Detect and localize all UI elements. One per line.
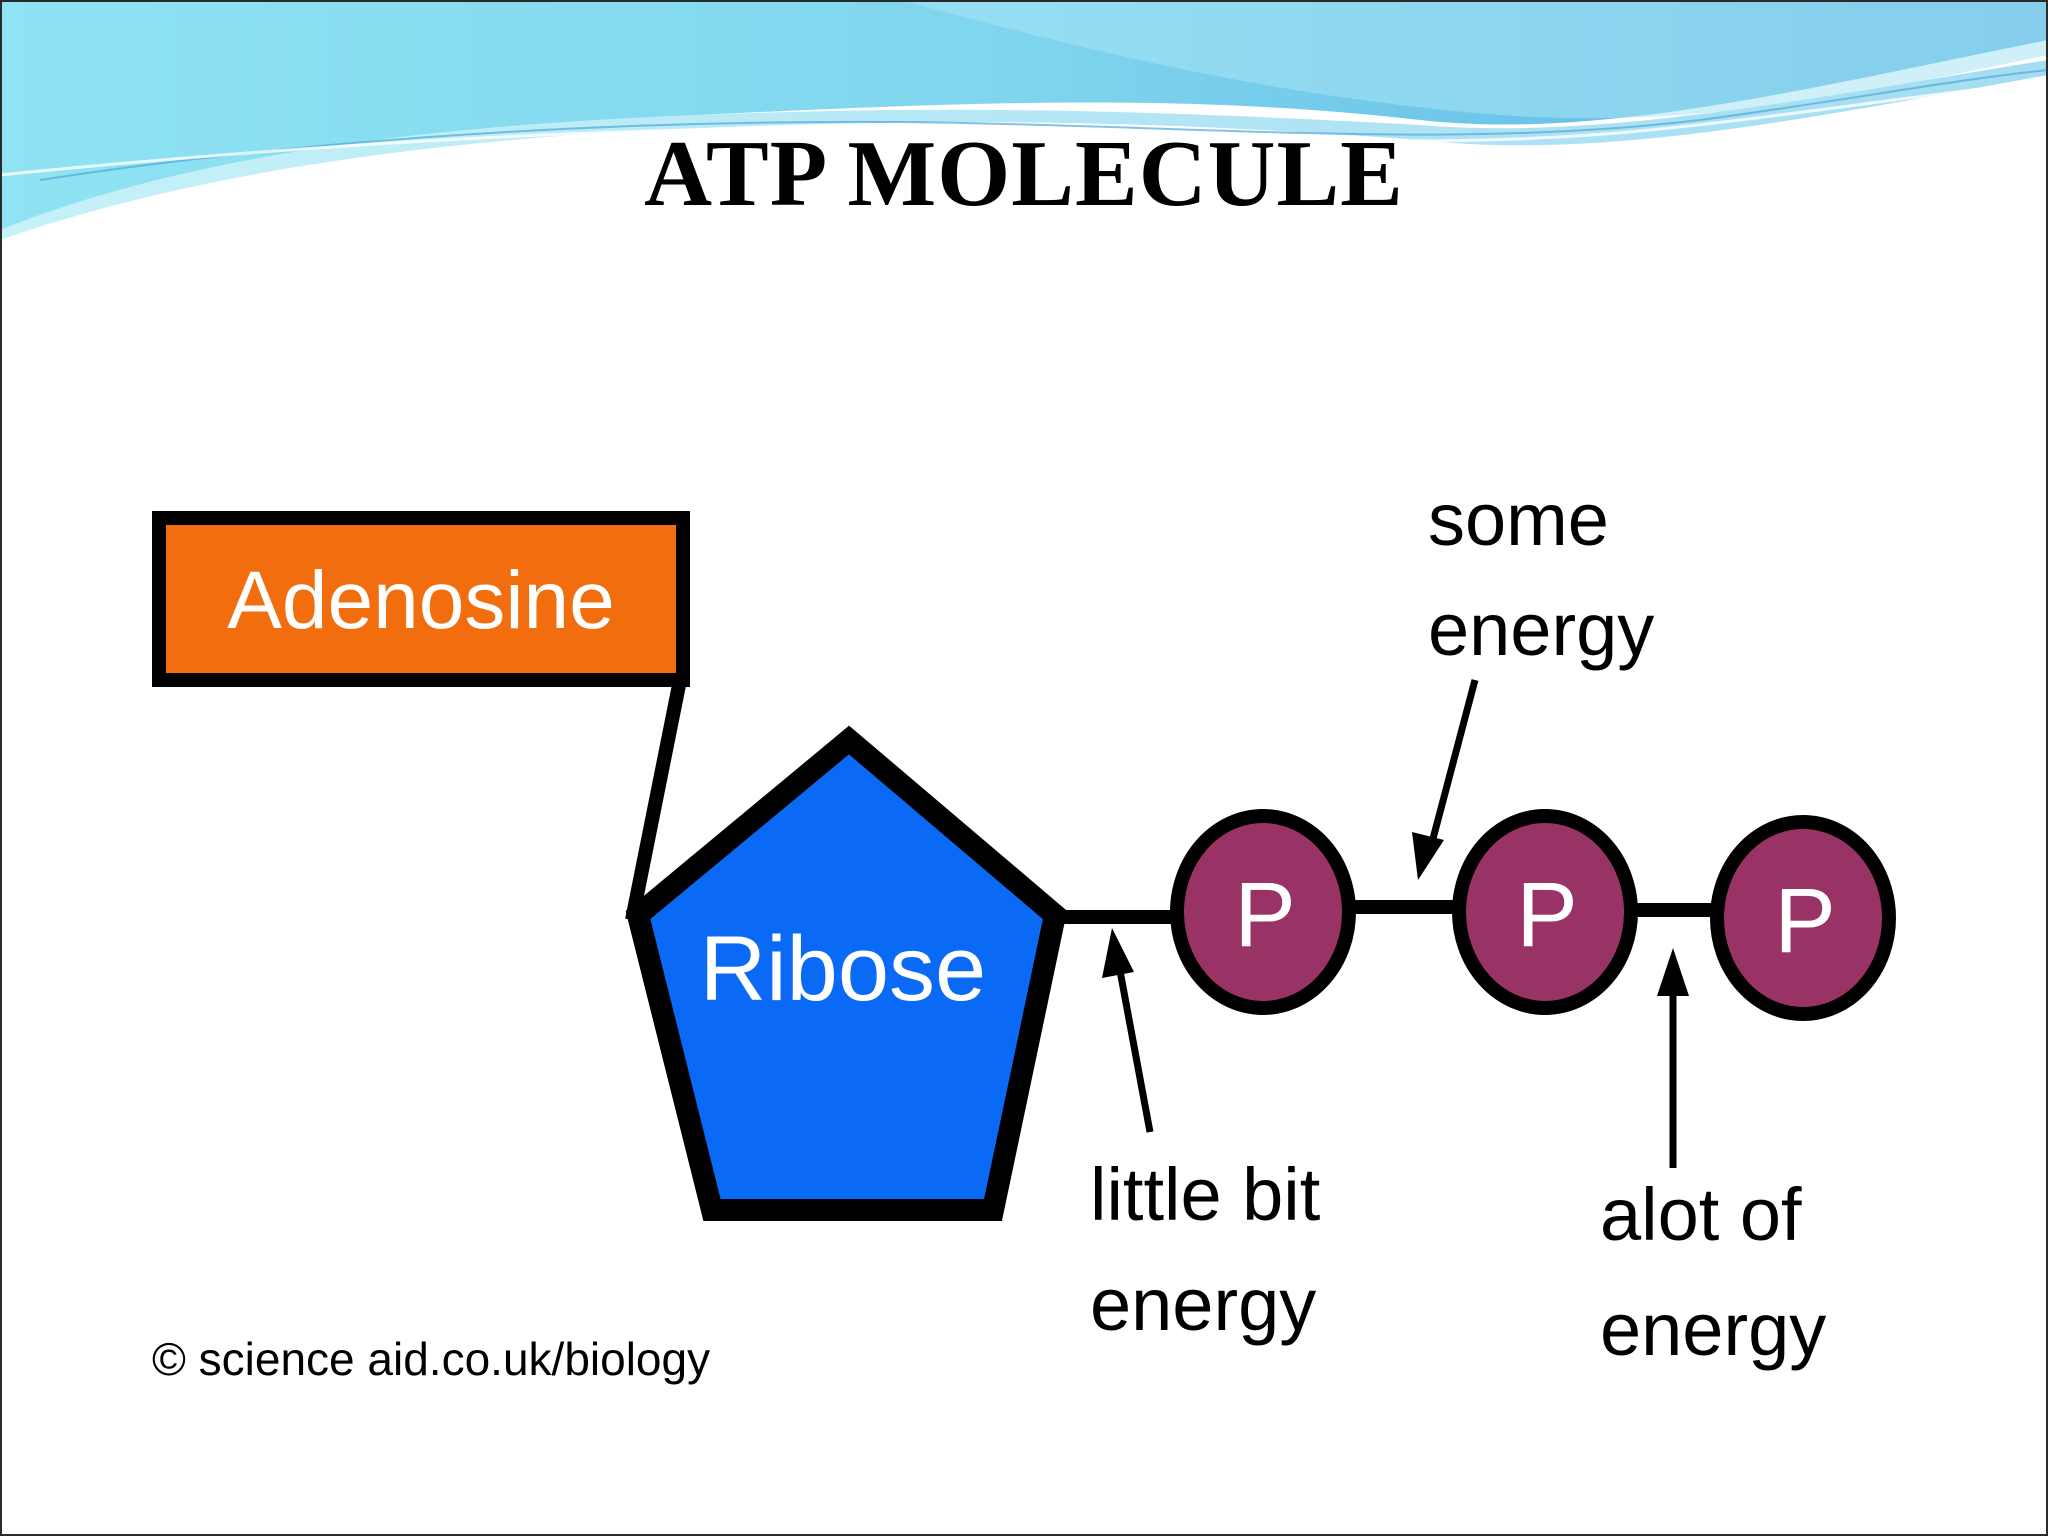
wave-line-2 <box>0 80 2048 177</box>
phosphate-label-2: P <box>1516 864 1577 966</box>
adenosine-box: Adenosine <box>152 511 690 687</box>
some-energy-arrow <box>1412 679 1479 880</box>
image-credit: © science aid.co.uk/biology <box>152 1333 710 1385</box>
wave-band-light <box>0 60 2048 240</box>
phosphate-group-3: P <box>1710 815 1896 1021</box>
phosphate-group-2: P <box>1452 809 1638 1015</box>
little-bit-energy-label-line2: energy <box>1090 1263 1316 1346</box>
phosphate-label-1: P <box>1234 864 1295 966</box>
adenosine-ribose-bond <box>625 678 687 922</box>
phosphate-group-1: P <box>1170 809 1356 1015</box>
adenosine-label: Adenosine <box>227 555 615 646</box>
little-bit-energy-label-line1: little bit <box>1090 1153 1321 1236</box>
alot-of-energy-label-line1: alot of <box>1600 1173 1802 1256</box>
alot-of-energy-label-line2: energy <box>1600 1288 1826 1371</box>
wave-line-1 <box>39 69 2048 181</box>
ribose-pentagon: Ribose <box>625 725 1068 1221</box>
some-energy-label-line2: energy <box>1428 588 1654 671</box>
little-bit-energy-arrow <box>1102 928 1154 1133</box>
slide-title: ATP MOLECULE <box>644 122 1404 226</box>
phosphate-label-3: P <box>1774 870 1835 972</box>
wave-swoosh <box>900 0 2048 119</box>
some-energy-label-line1: some <box>1428 478 1609 561</box>
ribose-label: Ribose <box>700 918 986 1020</box>
alot-of-energy-arrow <box>1657 948 1689 1168</box>
